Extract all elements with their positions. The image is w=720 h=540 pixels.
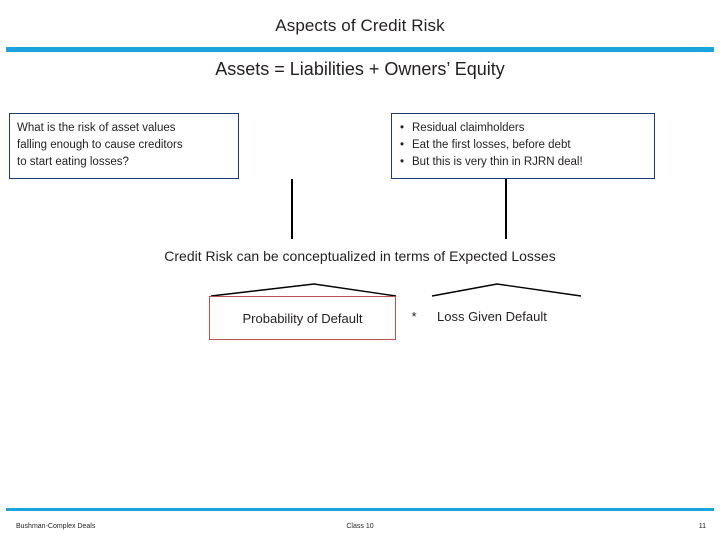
connector-line-equity (505, 179, 507, 239)
asset-risk-line-2: falling enough to cause creditors (17, 139, 183, 151)
equity-bullet-2-text: Eat the first losses, before debt (412, 139, 571, 151)
asset-risk-line-3: to start eating losses? (17, 156, 129, 168)
footer-left: Bushman-Complex Deals (16, 523, 96, 530)
bullet-icon: • (400, 156, 405, 168)
equity-callout: • Residual claimholders • Eat the first lo… (391, 113, 655, 179)
probability-of-default-box: Probability of Default (209, 296, 396, 340)
bullet-icon: • (400, 139, 405, 151)
brace-probability-of-default (210, 283, 397, 297)
accounting-equation: Assets = Liabilities + Owners’ Equity (215, 59, 505, 79)
expected-losses-subheading: Credit Risk can be conceptualized in ter… (164, 248, 556, 264)
bottom-divider (6, 508, 714, 511)
probability-of-default-label: Probability of Default (242, 310, 363, 326)
equity-bullet-3: • But this is very thin in RJRN deal! (400, 154, 654, 171)
slide-number: 11 (698, 523, 706, 530)
equity-bullet-2: • Eat the first losses, before debt (400, 137, 654, 154)
equity-bullet-1-text: Residual claimholders (412, 122, 525, 134)
page-title: Aspects of Credit Risk (275, 16, 445, 35)
top-divider (6, 47, 714, 52)
bullet-icon: • (400, 122, 405, 134)
asset-risk-line-1: What is the risk of asset values (17, 122, 176, 134)
multiplication-operator: * (411, 309, 417, 324)
asset-risk-callout: What is the risk of asset values falling… (9, 113, 239, 179)
brace-loss-given-default (431, 283, 582, 297)
equity-bullet-3-text: But this is very thin in RJRN deal! (412, 156, 583, 168)
loss-given-default-label: Loss Given Default (437, 309, 547, 324)
footer-center: Class 10 (346, 523, 374, 530)
equity-bullet-1: • Residual claimholders (400, 120, 654, 137)
connector-line-assets (291, 179, 293, 239)
